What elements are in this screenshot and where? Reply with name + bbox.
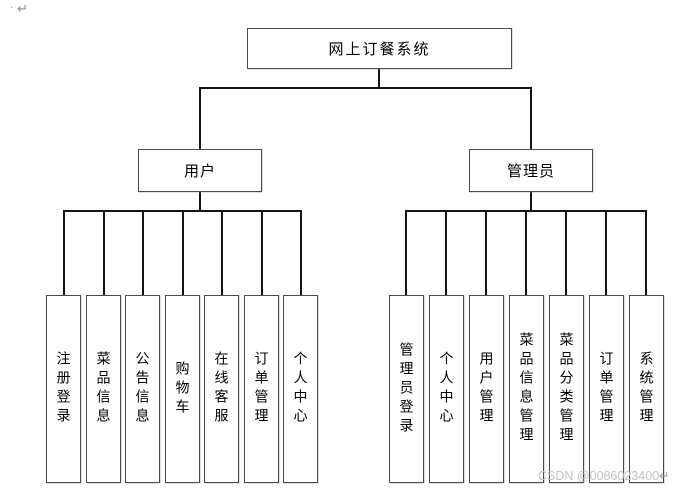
leaf-node-online-service: 在线客服 xyxy=(204,295,239,483)
leaf-node-personal-center-admin: 个人中心 xyxy=(429,295,464,483)
leaf-label: 公告信息 xyxy=(134,351,151,427)
branch-node-admin-label: 管理员 xyxy=(506,163,555,180)
leaf-node-register-login: 注册登录 xyxy=(46,295,81,483)
connector-line xyxy=(485,210,487,296)
leaf-node-system-management: 系统管理 xyxy=(629,295,664,483)
connector-line xyxy=(445,210,447,296)
watermark: CSDN @0086023400↵ xyxy=(538,468,670,483)
return-mark-icon: ↵ xyxy=(16,1,28,16)
leaf-node-personal-center-user: 个人中心 xyxy=(283,295,318,483)
leaf-node-admin-login: 管理员登录 xyxy=(389,295,424,483)
leaf-label: 菜品分类管理 xyxy=(558,332,575,446)
leaf-label: 用户管理 xyxy=(478,351,495,427)
leaf-node-order-management-user: 订单管理 xyxy=(244,295,279,483)
leaf-node-dish-info-management: 菜品信息管理 xyxy=(509,295,544,483)
leaf-label: 个人中心 xyxy=(438,351,455,427)
connector-line xyxy=(565,210,567,296)
leaf-node-dish-info: 菜品信息 xyxy=(86,295,121,483)
connector-line xyxy=(199,88,201,149)
leaf-label: 管理员登录 xyxy=(398,341,415,437)
connector-line xyxy=(525,210,527,296)
connector-line xyxy=(142,210,144,296)
dot-mark-icon: · xyxy=(10,2,14,13)
leaf-node-shopping-cart: 购物车 xyxy=(165,295,200,483)
leaf-label: 系统管理 xyxy=(638,351,655,427)
connector-line xyxy=(102,210,105,296)
root-node-label: 网上订餐系统 xyxy=(328,41,431,58)
leaf-label: 在线客服 xyxy=(213,351,230,427)
root-node: 网上订餐系统 xyxy=(247,28,512,69)
connector-line xyxy=(300,210,302,296)
branch-node-user-label: 用户 xyxy=(183,163,216,180)
leaf-label: 菜品信息 xyxy=(95,351,112,427)
leaf-label: 个人中心 xyxy=(292,351,309,427)
leaf-label: 订单管理 xyxy=(253,351,270,427)
watermark-text: CSDN @0086023400 xyxy=(538,469,660,483)
connector-line xyxy=(405,210,407,296)
branch-node-admin: 管理员 xyxy=(469,149,593,192)
leaf-label: 购物车 xyxy=(174,360,191,418)
paragraph-marks: · ↵ xyxy=(10,1,28,17)
connector-line xyxy=(181,210,184,296)
connector-line xyxy=(605,210,607,296)
connector-line xyxy=(530,192,532,212)
connector-line xyxy=(645,210,647,296)
leaf-label: 注册登录 xyxy=(55,351,72,427)
leaf-node-user-management: 用户管理 xyxy=(469,295,504,483)
leaf-node-announcement-info: 公告信息 xyxy=(125,295,160,483)
connector-line xyxy=(199,87,532,89)
leaf-node-dish-category-management: 菜品分类管理 xyxy=(549,295,584,483)
connector-line xyxy=(63,210,65,296)
connector-line xyxy=(199,192,201,212)
connector-line xyxy=(221,210,223,296)
return-mark-icon: ↵ xyxy=(659,469,670,483)
connector-line xyxy=(260,210,263,296)
leaf-node-order-management-admin: 订单管理 xyxy=(589,295,624,483)
branch-node-user: 用户 xyxy=(138,149,262,192)
leaf-label: 订单管理 xyxy=(598,351,615,427)
connector-line xyxy=(530,88,532,149)
leaf-label: 菜品信息管理 xyxy=(518,332,535,446)
connector-line xyxy=(377,69,380,89)
